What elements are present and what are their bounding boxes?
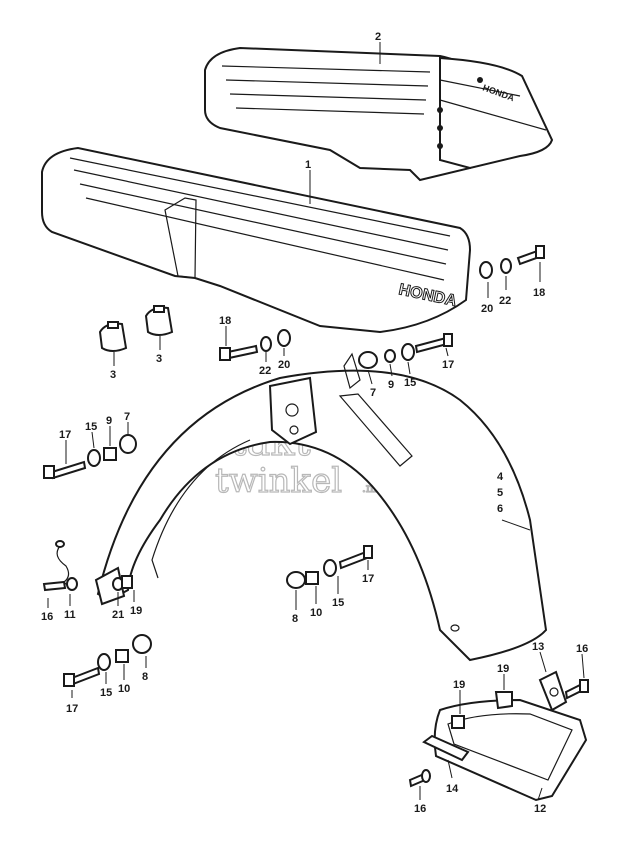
callout-7: 7 [370,387,376,399]
callout-14: 14 [446,783,459,795]
callout-17: 17 [66,703,78,715]
callout-19: 19 [497,663,509,675]
callout-20: 20 [278,359,290,371]
hardware-upper [219,245,545,390]
callout-3: 3 [156,353,162,365]
callout-8: 8 [292,613,298,625]
callout-22: 22 [499,295,511,307]
callout-10: 10 [118,683,130,695]
callout-17: 17 [59,429,71,441]
callout-labels: 2 1 20 22 18 3 3 18 22 20 7 9 15 17 17 1… [41,31,588,815]
callout-17: 17 [362,573,374,585]
callout-19: 19 [453,679,465,691]
callout-4: 4 [497,471,504,483]
callout-15: 15 [332,597,344,609]
callout-20: 20 [481,303,493,315]
callout-3: 3 [110,369,116,381]
watermark-line2: twinkel [215,461,342,501]
callout-15: 15 [85,421,97,433]
callout-21: 21 [112,609,124,621]
rear-fender [94,369,548,662]
callout-6: 6 [497,503,503,515]
seat-1: HONDA [41,146,472,334]
callout-12: 12 [534,803,546,815]
mudflap [408,670,589,802]
rubber-cushions [98,305,174,352]
callout-16: 16 [576,643,588,655]
callout-11: 11 [64,609,76,621]
hardware-lower-left [63,634,152,687]
callout-5: 5 [497,487,503,499]
callout-10: 10 [310,607,322,619]
callout-9: 9 [106,415,112,427]
hardware-left [42,434,137,592]
callout-19: 19 [130,605,142,617]
callout-7: 7 [124,411,130,423]
callout-8: 8 [142,671,148,683]
callout-18: 18 [219,315,231,327]
callout-15: 15 [100,687,112,699]
callout-16: 16 [414,803,426,815]
callout-15: 15 [404,377,416,389]
seat-2: HONDA [204,46,554,182]
callout-1: 1 [305,159,311,171]
callout-13: 13 [532,641,544,653]
callout-16: 16 [41,611,53,623]
hardware-center [286,545,373,589]
callout-17: 17 [442,359,454,371]
callout-22: 22 [259,365,271,377]
leader-lines [47,42,585,801]
callout-2: 2 [375,31,381,43]
callout-18: 18 [533,287,545,299]
callout-9: 9 [388,379,394,391]
